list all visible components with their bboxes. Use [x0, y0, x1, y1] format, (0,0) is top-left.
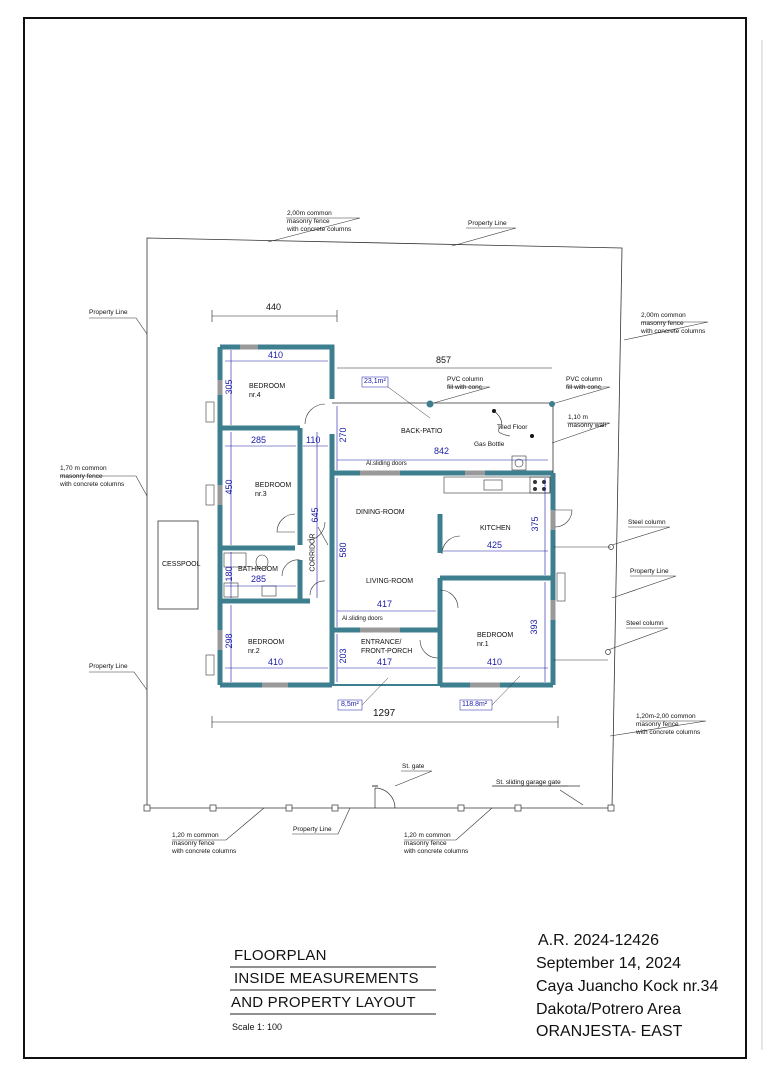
room-kitchen: KITCHEN [480, 525, 511, 532]
dim-580: 580 [338, 542, 348, 558]
pvc-column-2 [549, 401, 555, 407]
dim-375: 375 [530, 516, 540, 532]
cesspool-label: CESSPOOL [162, 561, 201, 568]
steel-column-1-label: Steel column [628, 519, 666, 526]
dimension-lines [211, 310, 559, 728]
masonry-wall-note: 1,10 m masonry wall [568, 414, 606, 429]
reference-number: A.R. 2024-12426 [538, 932, 659, 949]
gas-bottle [511, 455, 527, 471]
pvc-column-2-note: PVC column fill with conc. [566, 376, 603, 391]
doors [276, 403, 573, 659]
fence-bottom-right-note: 1,20 m common masonry fence with concret… [404, 832, 469, 855]
area-patio: 23,1m² [364, 378, 386, 385]
fence-columns [143, 804, 615, 812]
room-bathroom: BATHROOM [238, 566, 278, 573]
area-porch: 8,5m² [341, 701, 359, 708]
room-back-patio: BACK-PATIO [401, 428, 443, 435]
tiled-floor-label: Tiled Floor [497, 424, 528, 431]
area-name: Dakota/Potrero Area [536, 1001, 681, 1018]
property-line-bottom-label: Property Line [293, 826, 332, 833]
dim-305: 305 [224, 379, 234, 395]
title-line-2: INSIDE MEASUREMENTS [234, 970, 419, 987]
title-line-3: AND PROPERTY LAYOUT [231, 994, 416, 1011]
dim-410-top: 410 [268, 350, 284, 360]
cesspool [157, 520, 199, 610]
room-corridor: CORRIDOR [309, 533, 317, 572]
dim-285-a: 285 [251, 435, 267, 445]
fence-right-top-note: 2,00m common masonry fence with concrete… [641, 312, 706, 335]
steel-column-2-label: Steel column [626, 620, 664, 627]
dim-857: 857 [436, 355, 452, 365]
drawing-date: September 14, 2024 [536, 955, 681, 972]
fence-top-note: 2,00m common masonry fence with concrete… [287, 210, 352, 233]
property-line-left-label: Property Line [89, 309, 128, 316]
fence-left-note: 1,70 m common masonry fence with concret… [60, 465, 125, 488]
scale-label: Scale 1: 100 [232, 1022, 283, 1032]
dim-417-a: 417 [377, 599, 393, 609]
room-bedroom-2: BEDROOM nr.2 [248, 639, 285, 655]
pvc-column-1 [426, 400, 434, 408]
dim-417-b: 417 [377, 657, 393, 667]
dim-425: 425 [487, 540, 503, 550]
al-sliding-doors-1: Al.sliding doors [366, 461, 407, 467]
room-entrance: ENTRANCE/ FRONT-PORCH [361, 639, 413, 655]
title-line-1: FLOORPLAN [234, 947, 327, 964]
dim-645: 645 [310, 507, 320, 523]
al-sliding-doors-2: Al.sliding doors [342, 616, 383, 622]
leader-lines [60, 217, 709, 841]
dim-410-bedroom1: 410 [487, 657, 503, 667]
room-bedroom-1: BEDROOM nr.1 [477, 632, 514, 648]
property-line-top-label: Property Line [468, 220, 507, 227]
house-walls [217, 344, 556, 688]
steel-column-2 [605, 649, 611, 655]
gas-bottle-label: Gas Bottle [474, 441, 505, 448]
room-living: LIVING-ROOM [366, 578, 414, 585]
pvc-column-1-note: PVC column fill with conc. [447, 376, 484, 391]
dim-298: 298 [224, 633, 234, 649]
fence-right-bottom-note: 1,20m-2,00 common masonry fence with con… [636, 713, 701, 736]
address: Caya Juancho Kock nr.34 [536, 978, 719, 995]
room-bedroom-4: BEDROOM nr.4 [249, 383, 286, 399]
room-bedroom-3: BEDROOM nr.3 [255, 482, 292, 498]
dim-440: 440 [266, 302, 282, 312]
property-line-left-bottom-label: Property Line [89, 663, 128, 670]
dim-180: 180 [224, 566, 234, 582]
st-gate-label: St. gate [402, 763, 425, 770]
dim-410-bedroom2: 410 [268, 657, 284, 667]
dim-203: 203 [338, 648, 348, 664]
city: ORANJESTA- EAST [536, 1023, 683, 1040]
dim-393: 393 [529, 619, 539, 635]
sheet-border [23, 17, 747, 1059]
garage-gate-label: St. sliding garage gate [496, 779, 561, 786]
st-gate-symbol [374, 787, 396, 809]
area-house: 118.8m² [462, 701, 488, 708]
dim-1297: 1297 [373, 708, 396, 719]
dim-842: 842 [434, 446, 450, 456]
dim-450: 450 [224, 479, 234, 495]
fence-bottom-left-note: 1,20 m common masonry fence with concret… [172, 832, 237, 855]
dim-270: 270 [338, 427, 348, 443]
property-line-right-label: Property Line [630, 568, 669, 575]
dim-110: 110 [306, 435, 321, 445]
windows [217, 344, 556, 688]
room-dining: DINING-ROOM [356, 509, 405, 516]
dim-285-b: 285 [251, 574, 267, 584]
